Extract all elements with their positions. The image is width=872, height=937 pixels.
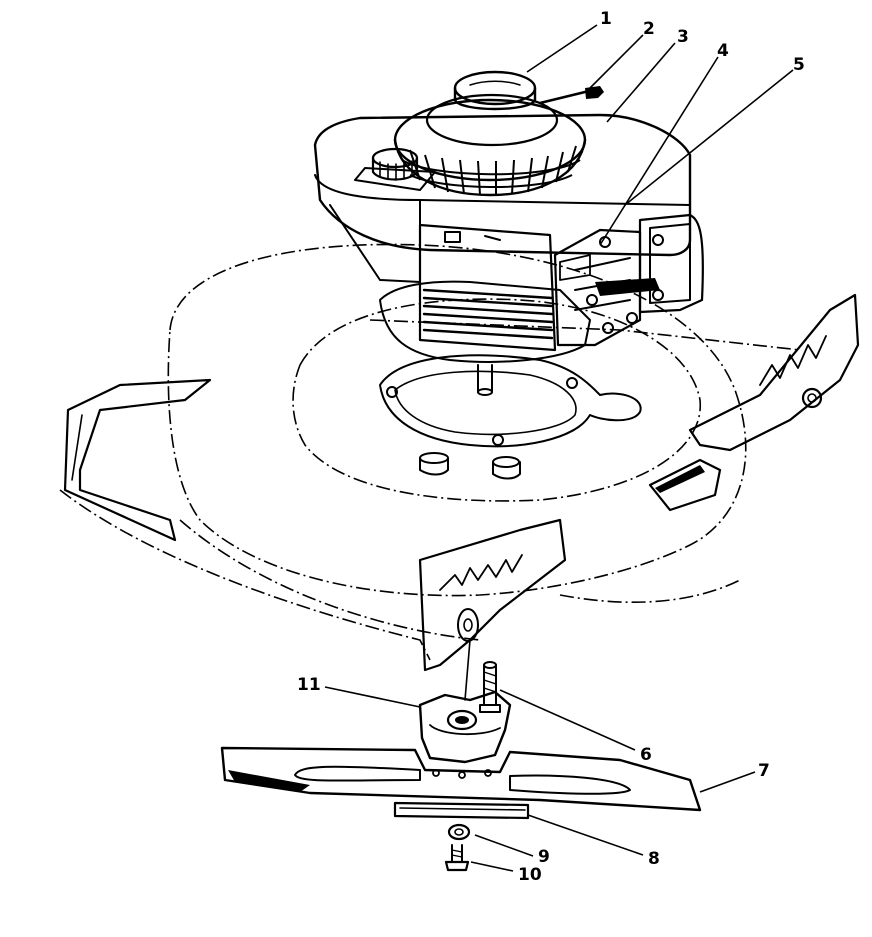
blade-plate [393,801,530,820]
cooling-fins [422,288,554,340]
leader-8 [527,814,644,856]
blade-adapter [418,690,512,779]
callout-4: 4 [717,41,729,61]
fuel-cap [354,147,436,191]
muffler [638,213,704,314]
callout-6: 6 [640,745,652,765]
leader-4 [599,56,719,246]
lock-washer [447,823,471,841]
handle-bracket-left [63,378,212,542]
leader-5 [624,69,794,206]
blade-bolt-upper [479,661,501,713]
leader-lines [324,24,794,872]
leader-11 [324,686,421,708]
mower-blade [220,746,702,812]
leader-6 [499,689,636,751]
leader-7 [699,771,756,793]
blade-bolt-lower [444,844,470,872]
callout-3: 3 [677,27,689,47]
callout-8: 8 [648,849,660,869]
engine [313,70,704,363]
engine-mount-plate [379,354,642,480]
callout-2: 2 [643,19,655,39]
callout-10: 10 [518,865,542,885]
callout-labels: 1 2 3 4 5 6 7 8 9 10 11 [297,9,805,885]
leader-9 [474,834,534,857]
recoil-starter [393,70,604,197]
height-adjuster-front [418,518,567,672]
callout-11: 11 [297,675,321,695]
leader-10 [470,861,514,872]
leader-2 [589,34,644,89]
callout-5: 5 [793,55,805,75]
ignition-bracket [553,228,660,347]
leader-1 [526,24,598,73]
height-adjuster-rear [648,293,860,512]
callout-1: 1 [600,9,612,29]
callout-9: 9 [538,847,550,867]
leader-3 [606,42,676,123]
callout-7: 7 [758,761,770,781]
